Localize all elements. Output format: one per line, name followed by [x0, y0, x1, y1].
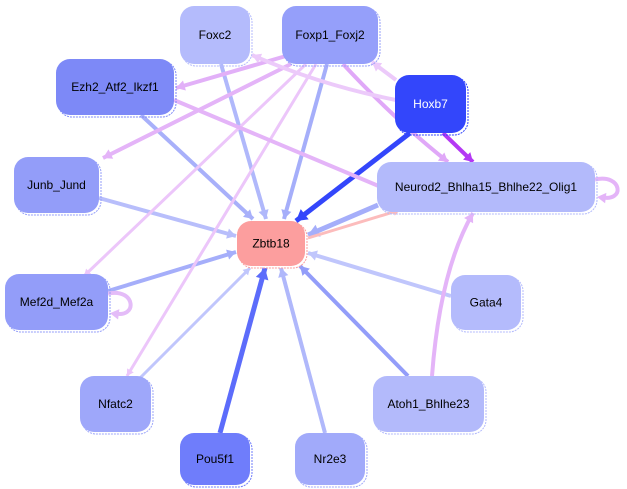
- arrowhead: [463, 152, 473, 162]
- node-label: Foxc2: [199, 28, 232, 42]
- edge-line: [82, 62, 308, 278]
- self-loop-line: [107, 290, 133, 316]
- edge-line: [173, 98, 401, 197]
- edge-line: [282, 63, 329, 220]
- node-pou5f1[interactable]: Pou5f1: [180, 433, 253, 488]
- node-nfatc2[interactable]: Nfatc2: [80, 376, 154, 435]
- node-box: [180, 6, 250, 64]
- arrowhead: [110, 309, 120, 320]
- node-label: Gata4: [470, 296, 503, 310]
- node-label: Foxp1_Foxj2: [295, 28, 365, 42]
- node-nr2e3[interactable]: Nr2e3: [295, 433, 368, 488]
- nodes-layer: Foxc2 Foxp1_Foxj2Ezh2_Atf2_Ikzf1Hoxb7Junb…: [5, 6, 598, 488]
- edge-hoxb7-to-neurod2[interactable]: [441, 131, 475, 164]
- edge-line: [219, 63, 268, 220]
- edge-nfatc2-to-zbtb18[interactable]: [138, 266, 252, 380]
- node-gata4[interactable]: Gata4: [451, 275, 524, 333]
- arrowhead: [464, 213, 474, 224]
- edge-nr2e3-to-zbtb18[interactable]: [278, 267, 327, 434]
- node-label: Neurod2_Bhlha15_Bhlhe22_Olig1: [395, 180, 577, 194]
- arrowhead: [243, 209, 253, 219]
- arrowhead: [597, 192, 607, 204]
- node-box: [180, 433, 250, 485]
- arrowhead: [252, 53, 263, 64]
- edge-line: [98, 196, 237, 238]
- edge-foxp1_foxj2-to-zbtb18[interactable]: [281, 63, 329, 220]
- node-label: Junb_Jund: [27, 178, 86, 192]
- edge-hoxb7-to-foxc2[interactable]: [251, 53, 397, 102]
- edge-line: [251, 53, 397, 102]
- node-atoh1_bhlhe23[interactable]: Atoh1_Bhlhe23: [373, 376, 487, 435]
- node-box: [5, 274, 108, 330]
- edge-mef2d_mef2a-to-mef2d_mef2a[interactable]: [107, 290, 133, 320]
- edge-line: [307, 202, 379, 238]
- edge-gata4-to-zbtb18[interactable]: [307, 250, 452, 298]
- arrowhead: [226, 249, 236, 260]
- edge-neurod2-to-neurod2[interactable]: [594, 176, 620, 204]
- node-mef2d_mef2a[interactable]: Mef2d_Mef2a: [5, 274, 111, 333]
- arrowhead: [242, 268, 250, 276]
- node-label: Nr2e3: [314, 452, 347, 466]
- node-neurod2[interactable]: Neurod2_Bhlha15_Bhlhe22_Olig1: [377, 162, 598, 215]
- edge-foxc2-to-zbtb18[interactable]: [219, 63, 269, 220]
- arrowhead: [226, 228, 236, 239]
- edge-line: [125, 63, 318, 377]
- node-label: Pou5f1: [196, 452, 234, 466]
- node-foxp1_foxj2[interactable]: Foxp1_Foxj2: [282, 6, 381, 67]
- node-junb_jund[interactable]: Junb_Jund: [14, 157, 102, 216]
- edge-line: [430, 211, 475, 377]
- node-label: Hoxb7: [413, 97, 448, 111]
- node-label: Zbtb18: [252, 237, 290, 251]
- arrowhead: [258, 209, 269, 219]
- node-label: Nfatc2: [98, 397, 133, 411]
- node-ezh2_atf2_ikzf1[interactable]: Ezh2_Atf2_Ikzf1: [56, 59, 177, 118]
- edge-line: [138, 266, 252, 380]
- node-box: [14, 157, 99, 213]
- arrowhead: [255, 268, 269, 281]
- arrowhead: [308, 250, 318, 261]
- arrowhead: [437, 152, 448, 162]
- node-box: [80, 376, 151, 432]
- node-box: [295, 433, 365, 485]
- node-box: [56, 59, 174, 115]
- edge-line: [307, 208, 401, 240]
- edge-pou5f1-to-zbtb18[interactable]: [217, 267, 269, 434]
- node-box: [451, 275, 521, 330]
- edge-line: [279, 267, 327, 434]
- node-label: Mef2d_Mef2a: [20, 295, 94, 309]
- edge-atoh1_bhlhe23-to-neurod2[interactable]: [430, 211, 475, 377]
- node-foxc2[interactable]: Foxc2: [180, 6, 253, 67]
- node-hoxb7[interactable]: Hoxb7: [395, 75, 469, 136]
- node-label: Atoh1_Bhlhe23: [387, 397, 469, 411]
- arrowhead: [278, 268, 289, 278]
- arrowhead: [281, 209, 292, 219]
- arrowhead: [372, 62, 383, 72]
- edge-line: [307, 251, 452, 298]
- edge-foxp1_foxj2-to-nfatc2[interactable]: [125, 63, 318, 377]
- node-box: [373, 376, 484, 432]
- self-loop-line: [594, 176, 620, 200]
- edge-mef2d_mef2a-to-zbtb18[interactable]: [107, 249, 237, 293]
- node-box: [377, 162, 595, 212]
- arrowhead: [300, 266, 310, 276]
- node-box: [282, 6, 378, 64]
- arrowhead: [127, 368, 134, 376]
- arrowhead: [176, 80, 186, 91]
- edge-atoh1_bhlhe23-to-zbtb18[interactable]: [298, 264, 410, 378]
- edge-line: [298, 264, 410, 378]
- edge-hoxb7-to-foxp1_foxj2[interactable]: [370, 60, 398, 82]
- node-label: Ezh2_Atf2_Ikzf1: [71, 80, 159, 94]
- node-box: [237, 221, 305, 266]
- edge-junb_jund-to-zbtb18[interactable]: [98, 196, 237, 239]
- node-zbtb18[interactable]: Zbtb18: [237, 221, 308, 269]
- arrowhead: [103, 149, 114, 159]
- node-box: [395, 75, 466, 133]
- arrowhead: [296, 209, 309, 221]
- edge-line: [107, 250, 237, 293]
- edge-line: [217, 267, 268, 434]
